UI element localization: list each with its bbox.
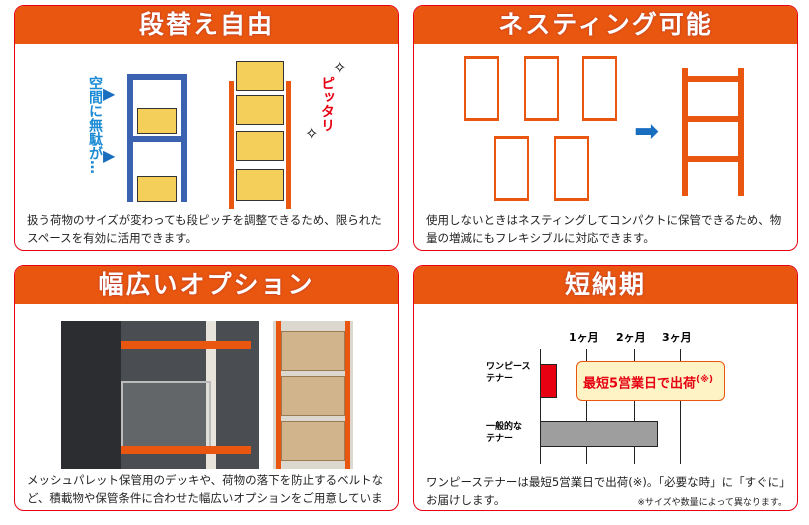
panel-description: ワンピーステナーは最短5営業日で出荷(※)。「必要な時」に「すぐに」お届けします… (426, 475, 785, 507)
arrow-right-icon: ➡ (634, 114, 660, 149)
month-label-1: 1ヶ月 (569, 331, 599, 344)
panel-title: 段替え自由 (15, 6, 398, 44)
row-label-general: 一般的な テナー (486, 422, 523, 444)
row-label-onepiece: ワンピース テナー (486, 362, 531, 384)
blue-rack-illustration (127, 74, 187, 202)
callout-note: (※) (696, 375, 714, 385)
panel-options: 幅広いオプション メッシュパレット保管用のデッキや、荷物の落下を防止するベルトな… (14, 265, 399, 511)
side-label: 空間に無駄が… (87, 76, 103, 174)
callout-text: 最短5営業日で出荷 (583, 376, 697, 392)
belt-option-photo (273, 321, 353, 469)
footnote: ※サイズや数量によって異なります。 (637, 498, 787, 508)
fit-label: ピッタリ (319, 76, 335, 132)
panel-description: メッシュパレット保管用のデッキや、荷物の落下を防止するベルトなど、積載物や保管条… (27, 473, 384, 510)
panel-title: ネスティング可能 (414, 6, 797, 44)
gridline (540, 349, 541, 464)
gridline (586, 349, 587, 464)
gridline (634, 349, 635, 464)
panel-title: 短納期 (414, 266, 797, 304)
unnested-racks-illustration (464, 56, 644, 206)
panel-short-lead-time: 短納期 1ヶ月 2ヶ月 3ヶ月 ワンピース テナー 一般的な テナー 最短5営業… (413, 265, 798, 511)
onepiece-bar (540, 364, 557, 398)
deck-option-photo (61, 321, 259, 469)
panel-adjustable-shelves: 段替え自由 空間に無駄が… ▶ ▶ ピッタリ ✧ ✧ 扱う荷物のサイズが変わって… (14, 5, 399, 251)
arrow-right-icon: ▶ (103, 146, 116, 165)
panel-description: 使用しないときはネスティングしてコンパクトに保管できるため、物量の増減にもフレキ… (426, 213, 782, 245)
panel-description: 扱う荷物のサイズが変わっても段ピッチを調整できるため、限られたスペースを有効に活… (27, 213, 382, 245)
panel-nesting: ネスティング可能 ➡ 使用しないときはネスティングしてコンパクトに保管できるため… (413, 5, 798, 251)
nested-racks-illustration (682, 68, 744, 196)
panel-title: 幅広いオプション (15, 266, 398, 304)
gridline (680, 349, 681, 464)
callout: 最短5営業日で出荷(※) (576, 361, 725, 401)
sparkle-icon: ✧ (305, 124, 319, 143)
month-label-3: 3ヶ月 (662, 331, 692, 344)
orange-rack-illustration (229, 61, 291, 209)
general-bar (540, 421, 658, 447)
month-label-2: 2ヶ月 (616, 331, 646, 344)
sparkle-icon: ✧ (333, 58, 347, 77)
arrow-right-icon: ▶ (103, 84, 116, 103)
